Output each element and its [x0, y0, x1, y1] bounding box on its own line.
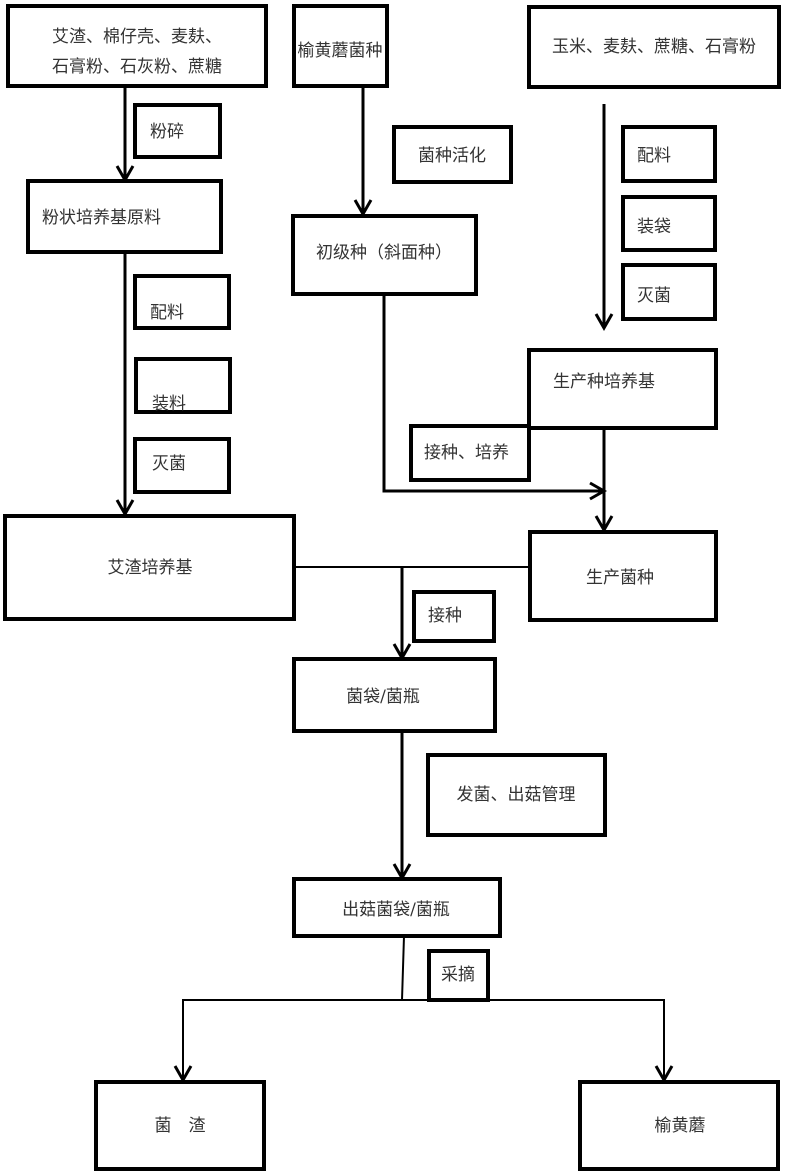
node-text: 初级种（斜面种）	[316, 243, 452, 263]
step-text: 装料	[152, 394, 186, 414]
step-mix-left: 配料	[133, 274, 231, 330]
step-text: 灭菌	[637, 286, 671, 306]
step-crush: 粉碎	[133, 103, 222, 159]
step-harvest: 采摘	[427, 949, 490, 1002]
node-raw-materials: 艾渣、棉仔壳、麦麸、 石膏粉、石灰粉、蔗糖	[6, 4, 268, 88]
node-text: 榆黄蘑	[655, 1116, 706, 1136]
step-text: 粉碎	[150, 122, 184, 142]
node-production-strain: 生产菌种	[528, 530, 718, 622]
step-text: 配料	[637, 146, 671, 166]
split-line	[182, 999, 665, 1080]
step-inoculate-culture: 接种、培养	[409, 424, 531, 482]
connectors	[115, 86, 674, 1084]
step-text: 采摘	[441, 965, 475, 985]
node-powder-medium: 粉状培养基原料	[26, 179, 223, 254]
node-production-medium: 生产种培养基	[527, 348, 718, 430]
node-seed-materials: 玉米、麦麸、蔗糖、石膏粉	[527, 5, 781, 89]
node-text: 玉米、麦麸、蔗糖、石膏粉	[552, 36, 756, 57]
arrowhead-icon	[594, 313, 614, 332]
step-text: 接种、培养	[424, 443, 509, 463]
node-text: 艾渣培养基	[108, 558, 193, 578]
step-text: 菌种活化	[418, 146, 486, 166]
step-fill-left: 装料	[134, 357, 232, 414]
node-text: 生产菌种	[586, 568, 654, 588]
arrow-primary-to-production	[382, 294, 604, 493]
node-text: 石膏粉、石灰粉、蔗糖	[52, 56, 222, 77]
step-mix-right: 配料	[621, 125, 717, 183]
step-bag-right: 装袋	[621, 195, 717, 252]
node-text: 菌 渣	[155, 1116, 206, 1136]
step-text: 发菌、出菇管理	[457, 785, 576, 805]
node-fruiting-bag: 出菇菌袋/菌瓶	[292, 877, 502, 938]
node-primary-seed: 初级种（斜面种）	[291, 214, 478, 296]
node-text: 菌袋/菌瓶	[346, 687, 420, 707]
step-text: 配料	[150, 303, 184, 323]
node-text: 艾渣、棉仔壳、麦麸、	[52, 27, 222, 47]
node-bag-bottle: 菌袋/菌瓶	[292, 657, 497, 733]
step-text: 接种	[428, 606, 462, 626]
split-stem	[401, 935, 405, 1001]
node-text: 粉状培养基原料	[42, 208, 161, 228]
step-activate: 菌种活化	[392, 125, 513, 184]
node-aizha-medium: 艾渣培养基	[3, 514, 296, 621]
step-grow-manage: 发菌、出菇管理	[426, 753, 607, 837]
step-text: 装袋	[637, 217, 671, 237]
step-sterilize-right: 灭菌	[621, 263, 717, 321]
node-strain: 榆黄蘑菌种	[292, 4, 389, 88]
step-sterilize-left: 灭菌	[133, 437, 231, 494]
node-mushroom: 榆黄蘑	[578, 1080, 780, 1171]
step-text: 灭菌	[152, 454, 186, 474]
step-inoculate: 接种	[412, 590, 496, 643]
node-text: 生产种培养基	[553, 372, 655, 392]
node-residue: 菌 渣	[94, 1080, 266, 1171]
node-text: 榆黄蘑菌种	[298, 41, 383, 61]
node-text: 出菇菌袋/菌瓶	[342, 900, 450, 920]
